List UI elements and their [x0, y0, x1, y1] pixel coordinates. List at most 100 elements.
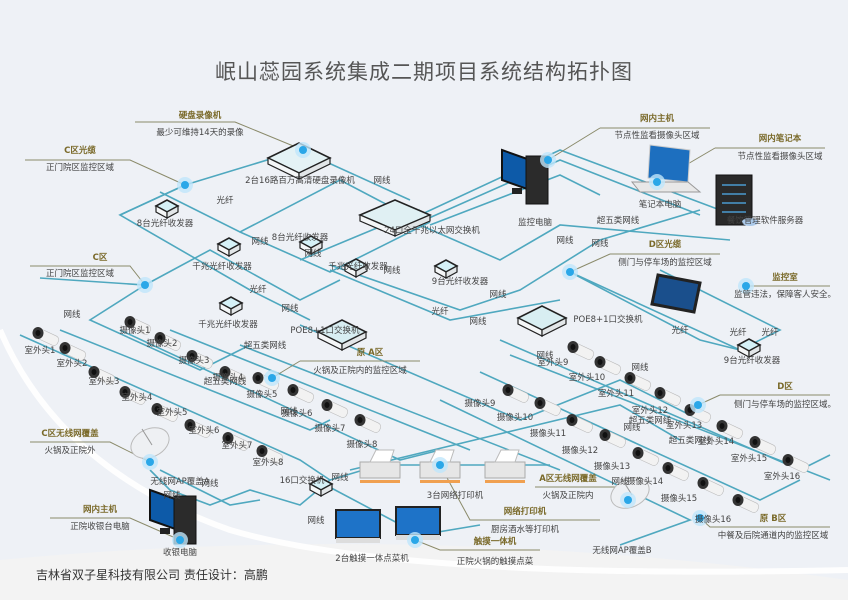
callout-title: 监控室 [772, 273, 798, 283]
callout-description: 正门院区监控区域 [45, 163, 115, 173]
camera-indoor-right-6 [662, 462, 690, 481]
device-label-poe-right: POE8+1口交换机 [573, 315, 643, 325]
camera-label: 摄像头8 [346, 440, 378, 450]
network-link [118, 184, 311, 321]
camera-label: 室外头7 [221, 441, 253, 451]
device-label-fiber-8a: 8台光纤收发器 [136, 219, 194, 229]
callout-title: 网内主机 [639, 114, 675, 124]
page-title: 岷山蕊园系统集成二期项目系统结构拓扑图 [215, 60, 633, 84]
network-link [419, 224, 731, 261]
network-link [419, 159, 701, 223]
connection-point-icon [264, 370, 280, 386]
fiber-transceiver-8b [298, 235, 324, 256]
camera-label: 摄像头1 [119, 326, 151, 336]
touch-screen-pos [335, 509, 381, 543]
camera-label: 摄像头3 [178, 356, 210, 366]
camera-label: 室外头12 [631, 406, 669, 416]
network-printer [484, 449, 526, 483]
connection-point-icon [142, 454, 158, 470]
camera-label: 摄像头10 [496, 413, 534, 423]
camera-label: 室外头13 [665, 421, 703, 431]
link-label: 网线 [556, 236, 574, 246]
link-label: 网线 [631, 363, 649, 373]
link-label: 网线 [163, 491, 181, 501]
camera-label: 摄像头5 [246, 390, 278, 400]
camera-outdoor-right-7 [749, 436, 777, 455]
callout-title: 原 B区 [759, 514, 787, 524]
connection-point-icon [690, 397, 706, 413]
network-link [169, 329, 471, 451]
callout-title: 网内主机 [82, 505, 118, 515]
camera-indoor-right-4 [599, 429, 627, 448]
camera-outdoor-left-6 [184, 419, 212, 438]
device-label-ap-b: 无线网AP覆盖B [592, 546, 652, 556]
link-label: 网线 [383, 266, 401, 276]
device-label-touch-pos: 2台触摸一体点菜机 [335, 554, 409, 564]
device-label-printers: 3台网络打印机 [426, 491, 484, 501]
camera-indoor-left-8 [354, 414, 382, 433]
connection-point-icon [295, 142, 311, 158]
network-link [329, 269, 561, 321]
callout-description: 监管违法，保障客人安全。 [733, 290, 837, 300]
link-label: 网线 [469, 317, 487, 327]
camera-indoor-left-2 [154, 332, 182, 351]
link-label: 网线 [489, 290, 507, 300]
network-link [88, 284, 251, 371]
laptop-device [630, 144, 702, 193]
camera-indoor-right-1 [502, 384, 530, 403]
camera-label: 摄像头2 [146, 339, 178, 349]
device-label-server: 餐饮管理软件服务器 [726, 216, 804, 226]
camera-label: 室外头14 [697, 437, 735, 447]
callout-description: 火锅及正院外 [44, 446, 96, 456]
callout-leader-line [547, 127, 601, 161]
network-link [39, 249, 341, 301]
callout-description: 节点性监看摄像头区域 [737, 152, 823, 162]
network-link [329, 209, 701, 311]
connection-point-icon [562, 264, 578, 280]
camera-outdoor-left-1 [32, 327, 60, 346]
network-link [159, 469, 261, 506]
callout-description: 正院火锅的触摸点菜 [456, 557, 534, 567]
callout-leader-line [25, 159, 186, 186]
network-link [509, 354, 831, 481]
monitor-pc [501, 148, 549, 205]
footer-credit: 吉林省双子星科技有限公司 责任设计：高鹏 [36, 568, 268, 582]
link-label: 光纤 [249, 285, 267, 295]
poe-switch-left [316, 319, 368, 351]
connection-point-icon [649, 174, 665, 190]
camera-label: 室外头2 [56, 359, 88, 369]
camera-indoor-left-6 [287, 384, 315, 403]
link-label: 光纤 [729, 328, 747, 338]
camera-label: 室外头6 [188, 426, 220, 436]
camera-indoor-left-4 [219, 366, 247, 385]
camera-outdoor-left-5 [151, 403, 179, 422]
callout-description: 正门院区监控区域 [45, 269, 115, 279]
camera-indoor-left-3 [186, 350, 214, 369]
network-link [349, 404, 681, 471]
network-link [239, 221, 431, 273]
link-label: 网线 [611, 477, 629, 487]
gig-fiber-transceiver-1 [216, 237, 242, 258]
fiber-transceiver-9a [433, 259, 459, 280]
nvr-device [266, 142, 332, 180]
fiber-transceiver-8a [154, 199, 180, 220]
camera-label: 摄像头15 [660, 494, 698, 504]
camera-label: 室外头4 [121, 393, 153, 403]
camera-indoor-left-7 [321, 399, 349, 418]
camera-outdoor-right-2 [594, 356, 622, 375]
link-label: 光纤 [431, 307, 449, 317]
callout-title: 网内笔记本 [758, 134, 802, 144]
connection-point-icon [540, 152, 556, 168]
network-link [429, 174, 601, 226]
device-label-core-switch: 24口全千兆以太网交换机 [384, 226, 480, 236]
callout-leader-line [30, 265, 146, 286]
callout-description: 节点性监看摄像头区域 [614, 131, 700, 141]
network-link [59, 329, 331, 431]
camera-label: 室外头11 [597, 389, 635, 399]
device-label-monitor-pc: 监控电脑 [517, 218, 553, 228]
gig-fiber-transceiver-2 [218, 296, 244, 317]
camera-label: 摄像头9 [464, 399, 496, 409]
device-label-gig-fiber-3: 千兆光纤收发器 [328, 262, 388, 272]
callout-description: 侧门与停车场的监控区域。 [733, 400, 837, 410]
